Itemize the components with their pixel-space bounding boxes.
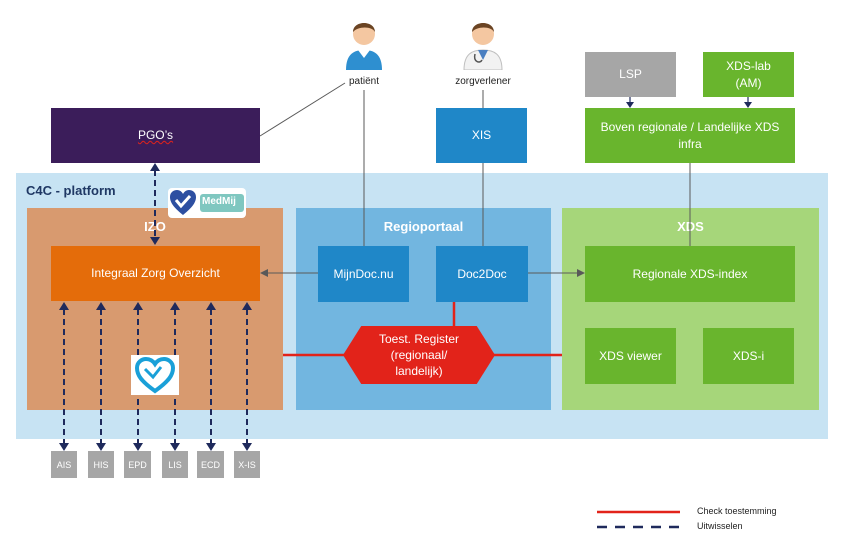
xds-lab-box: XDS-lab (AM) (703, 52, 794, 97)
pgo-box: PGO’s (51, 108, 260, 163)
platform-title: C4C - platform (26, 183, 116, 198)
lsp-label: LSP (619, 67, 642, 81)
national-xds-label: Boven regionale / Landelijke XDS infra (600, 119, 780, 151)
xds-viewer-box: XDS viewer (585, 328, 676, 384)
izo-overview-label: Integraal Zorg Overzicht (91, 266, 220, 280)
xds-i-box: XDS-i (703, 328, 794, 384)
legend-check-label: Check toestemming (697, 506, 777, 516)
lsp-arrowhead (626, 102, 634, 108)
pgo-exchange-arrow-bottom (150, 237, 160, 245)
system-x-is: X-IS (234, 451, 260, 478)
xds-lab-arrowhead (744, 102, 752, 108)
doc2doc-label: Doc2Doc (457, 266, 507, 281)
system-exchange-arrowheads (59, 302, 252, 451)
mijndoc-label: MijnDoc.nu (333, 266, 394, 281)
doc2doc-to-index-arrowhead (577, 269, 585, 277)
system-ais: AIS (51, 451, 77, 478)
xds-index-box: Regionale XDS-index (585, 246, 795, 302)
system-his: HIS (88, 451, 114, 478)
izo-overview-box: Integraal Zorg Overzicht (51, 246, 260, 301)
patient-to-pgo-line (259, 82, 346, 137)
patient-icon (342, 14, 386, 70)
consent-register: Toest. Register (regionaal/ landelijk) (343, 326, 495, 384)
consent-register-label: Toest. Register (regionaal/ landelijk) (378, 332, 460, 378)
medmij-logo-text: MedMij (202, 196, 236, 207)
medmij-logo: MedMij (168, 188, 246, 218)
provider-icon (460, 14, 506, 71)
provider-label: zorgverlener (455, 76, 511, 87)
regioportaal-title: Regioportaal (383, 219, 464, 234)
system-lis: LIS (162, 451, 188, 478)
xds-i-label: XDS-i (732, 348, 765, 363)
xds-lab-label: XDS-lab (AM) (726, 58, 771, 90)
xds-viewer-label: XDS viewer (599, 348, 662, 363)
system-exchange-lines (63, 309, 248, 444)
mijndoc-to-izo-arrowhead (260, 269, 268, 277)
izo-panel-title: IZO (144, 219, 166, 234)
xis-box: XIS (436, 108, 527, 163)
mijndoc-box: MijnDoc.nu (318, 246, 409, 302)
patient-label: patiënt (348, 76, 380, 87)
lsp-box: LSP (585, 52, 676, 97)
national-xds-box: Boven regionale / Landelijke XDS infra (585, 108, 795, 163)
xds-index-label: Regionale XDS-index (632, 266, 748, 281)
system-ecd: ECD (197, 451, 224, 478)
legend-exchange-label: Uitwisselen (697, 521, 743, 531)
pgo-exchange-arrow-top (150, 163, 160, 171)
pgo-label: PGO’s (137, 128, 174, 142)
system-epd: EPD (124, 451, 151, 478)
doc2doc-box: Doc2Doc (436, 246, 528, 302)
xis-label: XIS (471, 128, 492, 142)
heart-logo (131, 355, 179, 395)
